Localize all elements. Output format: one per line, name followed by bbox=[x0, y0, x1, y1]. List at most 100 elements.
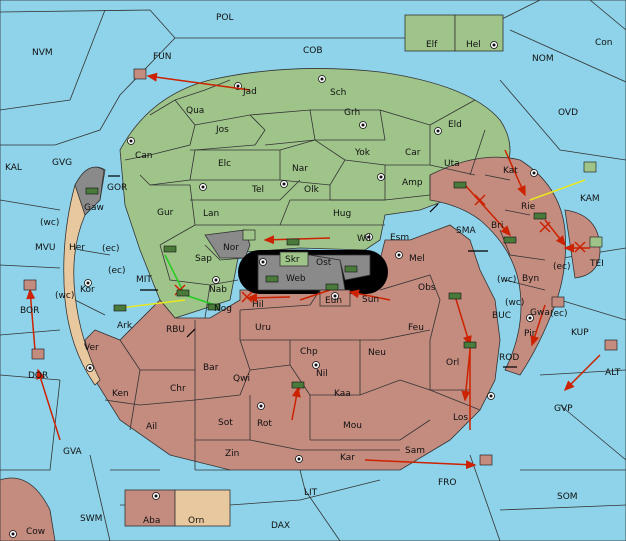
unit-fleet-gwa bbox=[551, 296, 565, 308]
unit-army-orl bbox=[463, 341, 477, 349]
tan-western-arc bbox=[63, 166, 106, 386]
unit-fleet-bor bbox=[23, 279, 37, 291]
label-eld: Eld bbox=[448, 120, 462, 130]
label-gva: GVA bbox=[63, 447, 83, 457]
label-elf: Elf bbox=[426, 40, 438, 50]
unit-army-uta bbox=[453, 181, 467, 189]
label-sap: Sap bbox=[195, 254, 212, 264]
label-aba: Aba bbox=[143, 516, 160, 526]
label-gor: GOR bbox=[107, 183, 127, 193]
label-hug: Hug bbox=[333, 209, 351, 219]
unit-army-eun bbox=[325, 283, 339, 291]
label-kam: KAM bbox=[580, 194, 600, 204]
label-gvp: GVP bbox=[554, 404, 573, 414]
label-nog: Nog bbox=[214, 304, 232, 314]
label-mvu: MVU bbox=[35, 243, 56, 253]
label-som: SOM bbox=[557, 492, 578, 502]
label-kal: KAL bbox=[5, 163, 22, 173]
territory-aba bbox=[124, 489, 176, 527]
territory-ost bbox=[309, 254, 371, 281]
label-rod: ROD bbox=[499, 353, 519, 363]
unit-army-nab bbox=[176, 289, 190, 297]
label-chr: Chr bbox=[170, 384, 186, 394]
coast-tags: (wc) (ec) (ec) (wc) (wc) (wc) (ec) (ec) bbox=[40, 218, 571, 319]
unit-fleet-nor bbox=[242, 229, 256, 241]
label-rot: Rot bbox=[257, 419, 272, 429]
label-nil: Nil bbox=[316, 369, 328, 379]
label-rie: Rie bbox=[521, 202, 536, 212]
label-orl: Orl bbox=[446, 358, 459, 368]
label-ver: Ver bbox=[84, 343, 99, 353]
label-olk: Olk bbox=[304, 185, 320, 195]
label-gwa: Gwa bbox=[530, 308, 550, 318]
label-cob: COB bbox=[303, 46, 323, 56]
label-uru: Uru bbox=[255, 323, 271, 333]
green-borders bbox=[124, 79, 486, 319]
label-jos: Jos bbox=[215, 125, 229, 135]
label-yok: Yok bbox=[354, 148, 371, 158]
coast-tag-wc4: (wc) bbox=[505, 298, 524, 308]
label-kaa: Kaa bbox=[334, 389, 351, 399]
label-rbu: RBU bbox=[166, 325, 185, 335]
label-mit: MIT bbox=[136, 275, 152, 285]
label-uta: Uta bbox=[444, 159, 460, 169]
land-labels: Elf Hel Jad Sch Qua Grh Jos Eld Can Yok … bbox=[69, 40, 550, 526]
unit-army-ost bbox=[344, 265, 358, 273]
label-gvg: GVG bbox=[52, 158, 72, 168]
coast-tag-ec1: (ec) bbox=[102, 244, 120, 254]
label-ost: Ost bbox=[316, 258, 332, 268]
unit-fleet-fro bbox=[479, 454, 493, 466]
label-mou: Mou bbox=[343, 421, 362, 431]
label-gaw: Gaw bbox=[84, 203, 104, 213]
label-orn: Orn bbox=[188, 516, 204, 526]
label-gur: Gur bbox=[157, 208, 174, 218]
label-pol: POL bbox=[216, 13, 234, 23]
label-hel: Hel bbox=[466, 40, 481, 50]
label-con: Con bbox=[595, 38, 613, 48]
label-kar: Kar bbox=[340, 453, 355, 463]
coast-tag-wc1: (wc) bbox=[40, 218, 59, 228]
label-ark: Ark bbox=[117, 321, 133, 331]
unit-army-wil bbox=[286, 238, 300, 246]
label-swm: SWM bbox=[80, 514, 102, 524]
label-dor: DOR bbox=[28, 371, 48, 381]
supply-centers bbox=[9, 41, 538, 538]
coast-tag-ec3: (ec) bbox=[553, 262, 571, 272]
label-cow: Cow bbox=[26, 527, 45, 537]
unit-fleet-alt bbox=[604, 339, 618, 351]
unit-army-nog bbox=[207, 303, 221, 311]
label-tel: Tel bbox=[251, 185, 264, 195]
label-elc: Elc bbox=[218, 159, 231, 169]
label-nar: Nar bbox=[292, 164, 308, 174]
label-nab: Nab bbox=[209, 285, 227, 295]
label-dax: DAX bbox=[271, 521, 290, 531]
label-web: Web bbox=[286, 274, 306, 284]
label-qwi: Qwi bbox=[233, 374, 250, 384]
label-mel: Mel bbox=[409, 254, 425, 264]
unit-army-web bbox=[265, 275, 279, 283]
coast-tag-ec4: (ec) bbox=[550, 309, 568, 319]
label-bor: BOR bbox=[20, 306, 39, 316]
label-ail: Ail bbox=[146, 422, 157, 432]
label-fun: FUN bbox=[153, 52, 172, 62]
territory-nor bbox=[204, 229, 251, 259]
passage-arrows bbox=[108, 175, 517, 368]
label-tei: TEI bbox=[589, 259, 604, 269]
label-lit: LIT bbox=[304, 488, 318, 498]
label-bri: Bri bbox=[491, 221, 503, 231]
label-sun: Sun bbox=[362, 295, 379, 305]
red-borders bbox=[74, 174, 546, 471]
label-amp: Amp bbox=[402, 178, 423, 188]
label-alt: ALT bbox=[605, 368, 621, 378]
unit-army-gaw bbox=[85, 187, 99, 195]
territory-elf bbox=[404, 14, 456, 52]
unit-fleet-kam bbox=[583, 161, 597, 173]
label-kat: Kat bbox=[503, 166, 518, 176]
label-jad: Jad bbox=[242, 87, 257, 97]
label-eun: Eun bbox=[325, 296, 342, 306]
label-sma: SMA bbox=[456, 226, 476, 236]
label-car: Car bbox=[405, 148, 421, 158]
units bbox=[23, 68, 618, 466]
label-wil: Wil bbox=[357, 234, 371, 244]
